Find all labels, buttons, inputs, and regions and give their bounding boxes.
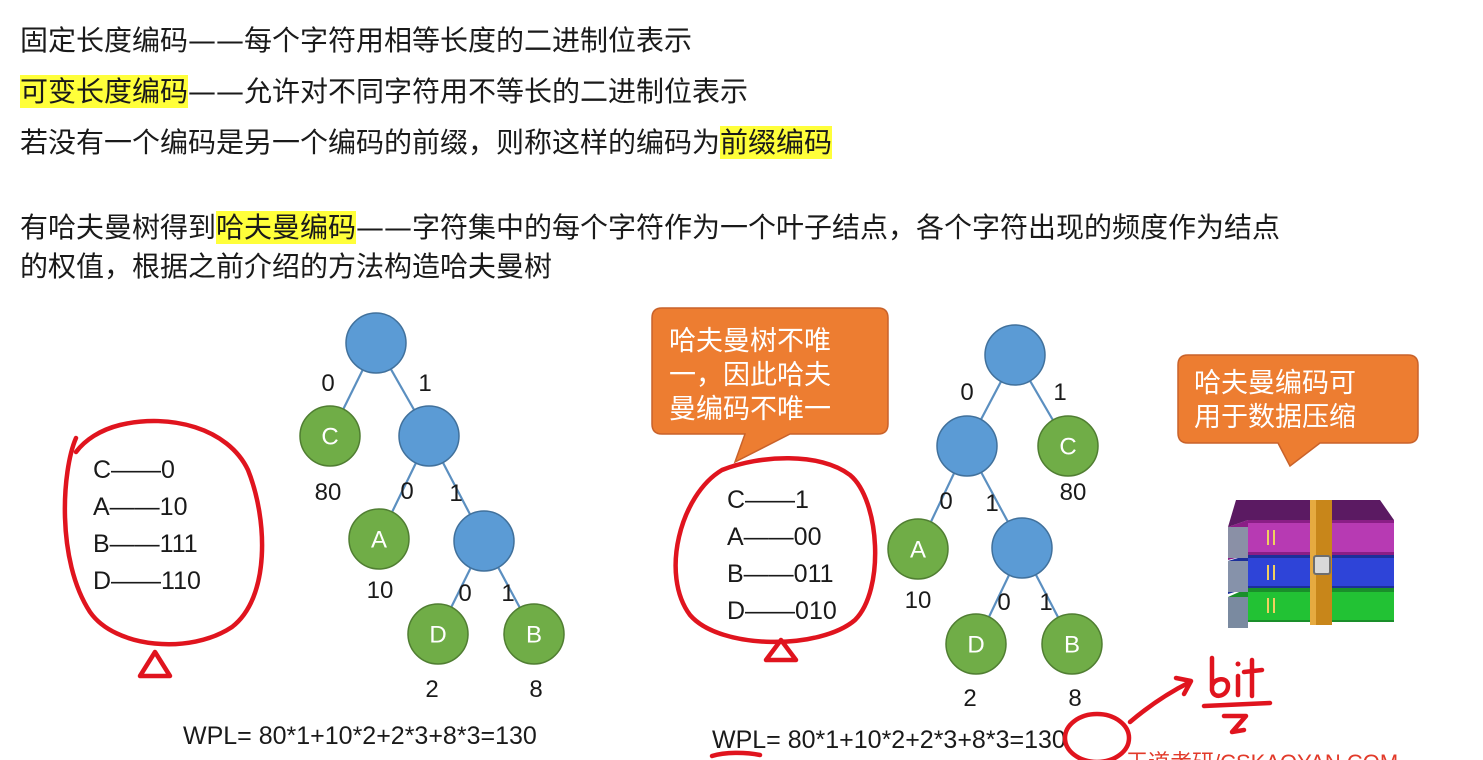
prefix-code-definition: 若没有一个编码是另一个编码的前缀，则称这样的编码为前缀编码 bbox=[20, 126, 833, 160]
tree1-edge-label: 1 bbox=[449, 480, 462, 507]
highlight-huffman-code: 哈夫曼编码 bbox=[216, 211, 357, 244]
watermark-text: 王道考研/CSKAOYAN.COM bbox=[1126, 750, 1398, 760]
tree2-edge-label: 1 bbox=[1053, 379, 1066, 406]
tree1-edge-label: 0 bbox=[458, 580, 471, 607]
callout-huffman-not-unique: 哈夫曼树不唯 一，因此哈夫 曼编码不唯一 bbox=[651, 307, 889, 464]
tree2-internal-node bbox=[936, 415, 998, 477]
highlight-variable-length: 可变长度编码 bbox=[20, 75, 189, 108]
tree2-weight: 2 bbox=[963, 685, 976, 712]
tree1-leaf-node bbox=[348, 508, 410, 570]
red-delta-mark bbox=[763, 637, 799, 663]
tree2-leaf-node bbox=[1041, 613, 1103, 675]
code-entry: D——110 bbox=[93, 567, 201, 595]
highlight-prefix-code: 前缀编码 bbox=[720, 126, 833, 159]
callout-text-line: 曼编码不唯一 bbox=[669, 394, 831, 425]
red-circle-annotation bbox=[673, 456, 878, 645]
code-entry: B——111 bbox=[93, 530, 198, 558]
fixed-length-code-definition: 固定长度编码——每个字符用相等长度的二进制位表示 bbox=[20, 24, 693, 57]
code-entry: B——011 bbox=[727, 560, 834, 588]
tree2-edge-label: 0 bbox=[939, 488, 952, 515]
code-entry: C——1 bbox=[727, 486, 809, 514]
tree1-leaf-label: D bbox=[429, 622, 446, 649]
wpl-formula-1: WPL= 80*1+10*2+2*3+8*3=130 bbox=[183, 722, 537, 750]
tree1-root-node bbox=[345, 312, 407, 374]
tree1-weight: 80 bbox=[315, 479, 342, 506]
red-circle-annotation bbox=[62, 418, 265, 647]
variable-length-description: ——允许对不同字符用不等长的二进制位表示 bbox=[188, 75, 749, 108]
huffman-tree-1: C A D B 0 1 0 1 0 1 80 10 2 8 bbox=[299, 312, 565, 703]
callout-text-line: 哈夫曼树不唯 bbox=[669, 326, 831, 357]
huffman-tree-2: C A D B 0 1 0 1 0 1 80 10 2 8 bbox=[887, 324, 1103, 712]
red-circle-result bbox=[1062, 711, 1132, 760]
code-entry: A——10 bbox=[93, 493, 187, 521]
wpl-result: 130 bbox=[1024, 726, 1066, 754]
tree1-leaf-label: C bbox=[321, 424, 338, 451]
tree2-edge-label: 1 bbox=[985, 490, 998, 517]
tree2-leaf-label: B bbox=[1064, 632, 1080, 659]
winrar-archive-icon bbox=[1228, 500, 1394, 628]
code-table-1: C——0 A——10 B——111 D——110 bbox=[93, 456, 201, 595]
tree2-root-node bbox=[984, 324, 1046, 386]
wpl-expression: WPL= 80*1+10*2+2*3+8*3= bbox=[712, 726, 1024, 754]
tree2-weight: 10 bbox=[905, 587, 932, 614]
tree1-weight: 8 bbox=[529, 676, 542, 703]
callout-text-line: 用于数据压缩 bbox=[1194, 402, 1356, 433]
tree1-leaf-node bbox=[407, 603, 469, 665]
red-arrow-annotation bbox=[1127, 679, 1193, 725]
tree2-leaf-node bbox=[1037, 415, 1099, 477]
red-delta-mark bbox=[137, 649, 173, 679]
tree2-weight: 80 bbox=[1060, 479, 1087, 506]
code-entry: A——00 bbox=[727, 523, 821, 551]
tree1-leaf-label: A bbox=[371, 527, 387, 554]
huffman-intro: 有哈夫曼树得到 bbox=[20, 211, 217, 244]
callout-text-line: 哈夫曼编码可 bbox=[1194, 368, 1356, 399]
callout-text-line: 一，因此哈夫 bbox=[669, 360, 831, 391]
code-entry: D——010 bbox=[727, 597, 837, 625]
tree1-edge-label: 1 bbox=[418, 370, 431, 397]
tree2-leaf-node bbox=[887, 518, 949, 580]
tree1-leaf-node bbox=[503, 603, 565, 665]
handwritten-bit-annotation bbox=[1201, 655, 1273, 735]
wpl-formula-2: WPL= 80*1+10*2+2*3+8*3=130 bbox=[712, 726, 1066, 754]
huffman-description-cont: 的权值，根据之前介绍的方法构造哈夫曼树 bbox=[20, 250, 553, 283]
tree1-edge-label: 0 bbox=[321, 370, 334, 397]
huffman-code-definition: 有哈夫曼树得到哈夫曼编码——字符集中的每个字符作为一个叶子结点，各个字符出现的频… bbox=[20, 211, 1280, 245]
prefix-code-description: 若没有一个编码是另一个编码的前缀，则称这样的编码为 bbox=[20, 126, 721, 159]
tree1-weight: 2 bbox=[425, 676, 438, 703]
tree1-leaf-node bbox=[299, 405, 361, 467]
variable-length-code-definition: 可变长度编码——允许对不同字符用不等长的二进制位表示 bbox=[20, 75, 748, 109]
tree2-weight: 8 bbox=[1068, 685, 1081, 712]
red-underline-annotation bbox=[709, 750, 763, 759]
red-arrow-head bbox=[1173, 675, 1194, 697]
tree2-edge-label: 1 bbox=[1039, 589, 1052, 616]
tree2-leaf-label: C bbox=[1059, 434, 1076, 461]
tree2-edge-label: 0 bbox=[960, 379, 973, 406]
callout-compression: 哈夫曼编码可 用于数据压缩 bbox=[1177, 354, 1419, 468]
code-table-2: C——1 A——00 B——011 D——010 bbox=[727, 486, 837, 625]
tree1-weight: 10 bbox=[367, 577, 394, 604]
tree1-edge-label: 1 bbox=[501, 580, 514, 607]
tree1-internal-node bbox=[453, 510, 515, 572]
code-entry: C——0 bbox=[93, 456, 175, 484]
tree2-internal-node bbox=[991, 517, 1053, 579]
tree2-leaf-label: D bbox=[967, 632, 984, 659]
tree2-leaf-node bbox=[945, 613, 1007, 675]
tree2-leaf-label: A bbox=[910, 537, 926, 564]
tree1-leaf-label: B bbox=[526, 622, 542, 649]
tree1-internal-node bbox=[398, 405, 460, 467]
tree2-edge-label: 0 bbox=[997, 589, 1010, 616]
tree1-edge-label: 0 bbox=[400, 478, 413, 505]
huffman-description: ——字符集中的每个字符作为一个叶子结点，各个字符出现的频度作为结点 bbox=[356, 211, 1281, 244]
